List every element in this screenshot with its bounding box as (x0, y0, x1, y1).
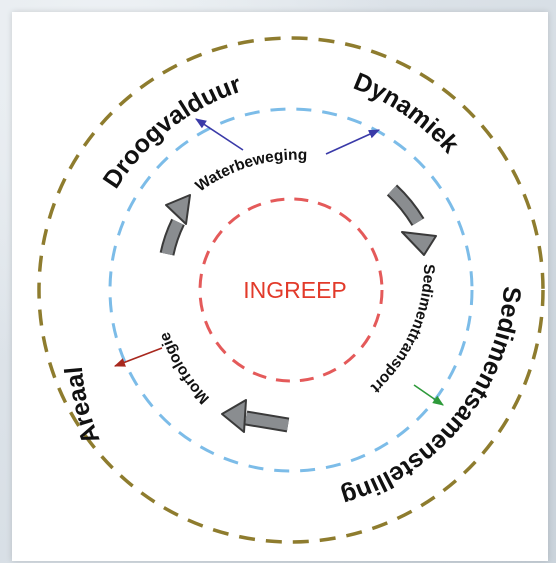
arrow-to-sedimentsamenstelling (413, 384, 444, 406)
outer-label-areaal: Areaal (60, 366, 106, 448)
arrow-to-droogvalduur (195, 118, 244, 151)
inner-label-waterbeweging: Waterbeweging (193, 147, 308, 196)
outer-label-dynamiek: Dynamiek (350, 67, 465, 158)
arrow-to-areaal (113, 347, 163, 367)
cycle-arrow-bottom (221, 399, 290, 433)
cycle-arrow-right (386, 184, 437, 256)
center-label: INGREEP (243, 277, 347, 303)
cycle-arrow-top-left (159, 194, 191, 256)
outer-dashed-ring (37, 36, 545, 544)
arrow-to-dynamiek (325, 129, 381, 155)
inner-label-sedimenttransport: Sedimenttransport (367, 264, 437, 396)
inner-label-morfologie: Morfologie (156, 330, 213, 407)
inner-dashed-ring (198, 197, 384, 383)
middle-dashed-ring (108, 107, 474, 473)
